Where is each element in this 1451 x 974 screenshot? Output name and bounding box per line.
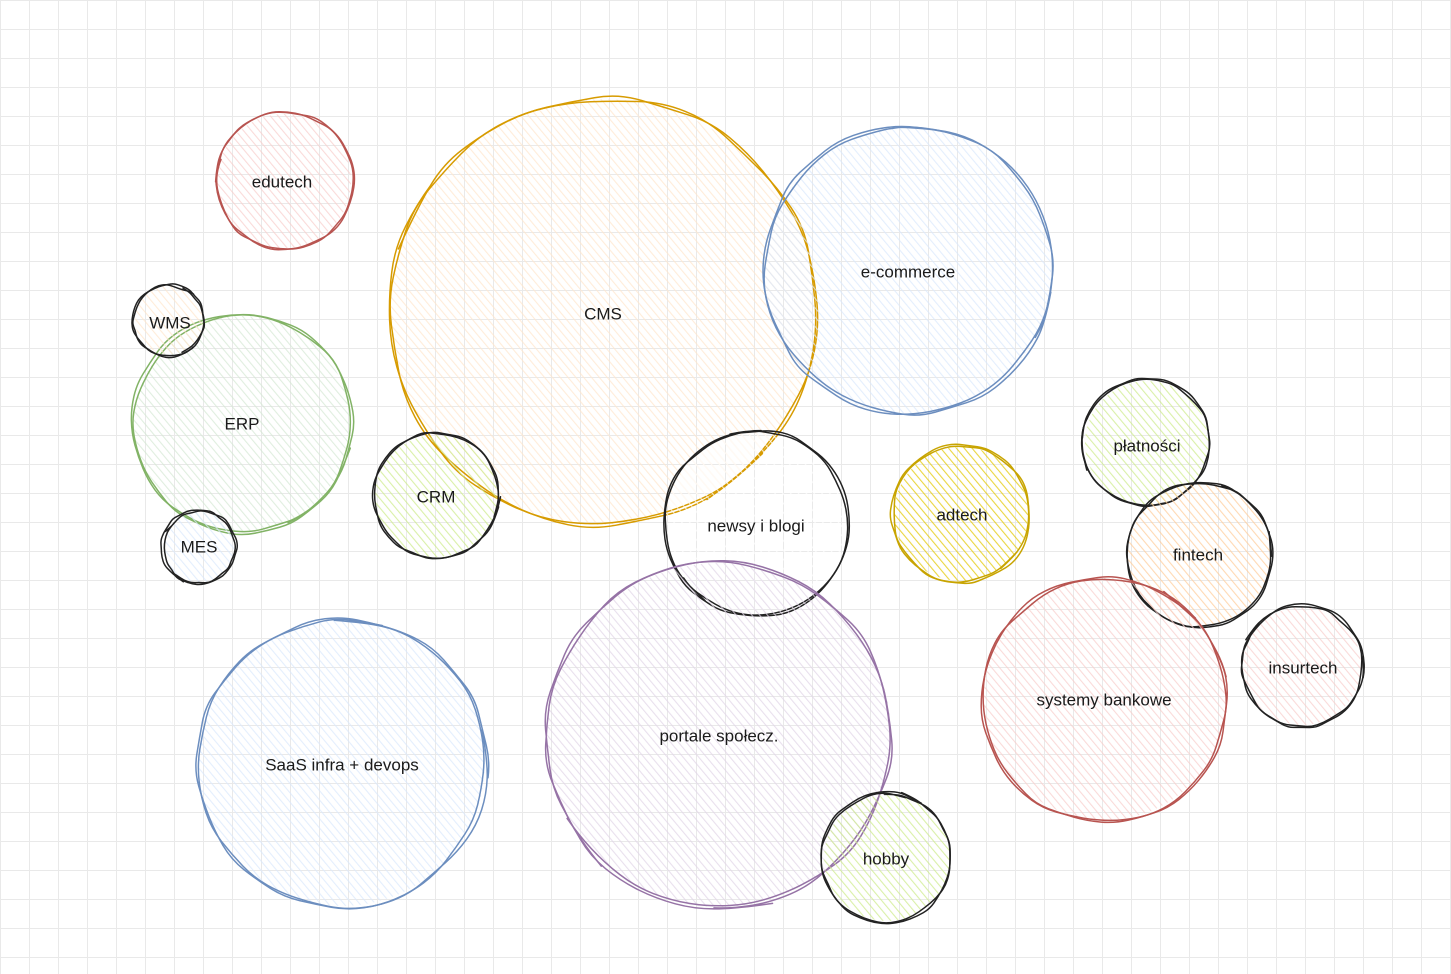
circle-saas: SaaS infra + devops [195,617,490,910]
circle-fill-systemy-bankowe [984,578,1226,820]
circle-outline-adtech [893,445,1030,585]
circle-wms: WMS [131,283,206,359]
circle-edutech: edutech [214,110,356,251]
circle-fill-adtech [894,447,1028,581]
circle-fill-e-commerce [765,128,1051,414]
circle-fill-portale [547,563,891,907]
label-edutech: edutech [252,172,313,191]
circle-fill-insurtech [1243,607,1361,725]
label-e-commerce: e-commerce [861,262,955,281]
label-portale: portale społecz. [659,726,778,745]
circle-outline-platnosci [1080,377,1211,507]
label-platnosci: płatności [1113,436,1180,455]
circle-outline-edutech [214,111,356,251]
label-insurtech: insurtech [1269,658,1338,677]
circle-outline-systemy-bankowe [980,576,1227,822]
circle-fill-edutech [217,114,351,248]
circle-fill-cms [390,99,816,525]
circle-outline-e-commerce [762,125,1054,415]
circle-outline-hobby [820,792,951,925]
circle-outline-fintech [1126,481,1273,628]
circle-outline-wms [132,283,205,359]
label-saas: SaaS infra + devops [265,755,419,774]
label-adtech: adtech [936,505,987,524]
circle-outline-systemy-bankowe [982,578,1228,824]
circle-insurtech: insurtech [1240,603,1365,729]
circle-fill-fintech [1128,484,1270,626]
label-wms: WMS [149,313,191,332]
label-erp: ERP [225,414,260,433]
label-crm: CRM [417,487,456,506]
label-cms: CMS [584,304,622,323]
circle-crm: CRM [371,431,502,560]
circle-fill-crm [375,435,497,557]
circle-fill-mes [164,512,234,582]
label-systemy-bankowe: systemy bankowe [1036,690,1171,709]
circle-outline-mes [160,509,237,584]
circle-cms: CMS [388,95,819,529]
circle-fill-erp [134,316,350,532]
circle-outline-crm [371,431,502,559]
circle-fill-saas [199,620,485,906]
circle-fintech: fintech [1125,481,1274,629]
label-hobby: hobby [863,849,910,868]
label-newsy: newsy i blogi [707,516,804,535]
label-fintech: fintech [1173,545,1223,564]
circle-fill-hobby [824,795,950,921]
label-mes: MES [181,537,218,556]
circle-fill-wms [135,286,203,354]
circle-outline-insurtech [1240,603,1365,728]
circle-outline-portale [544,560,891,907]
circle-fill-platnosci [1085,381,1209,505]
circle-outline-saas [197,617,490,910]
circle-hobby: hobby [820,790,951,925]
circle-e-commerce: e-commerce [762,125,1054,416]
circle-outline-cms [388,95,819,525]
circle-platnosci: płatności [1080,377,1211,508]
circle-outline-e-commerce [763,126,1054,416]
circle-adtech: adtech [889,443,1030,585]
circle-mes: MES [160,509,239,586]
circle-systemy-bankowe: systemy bankowe [980,576,1228,824]
